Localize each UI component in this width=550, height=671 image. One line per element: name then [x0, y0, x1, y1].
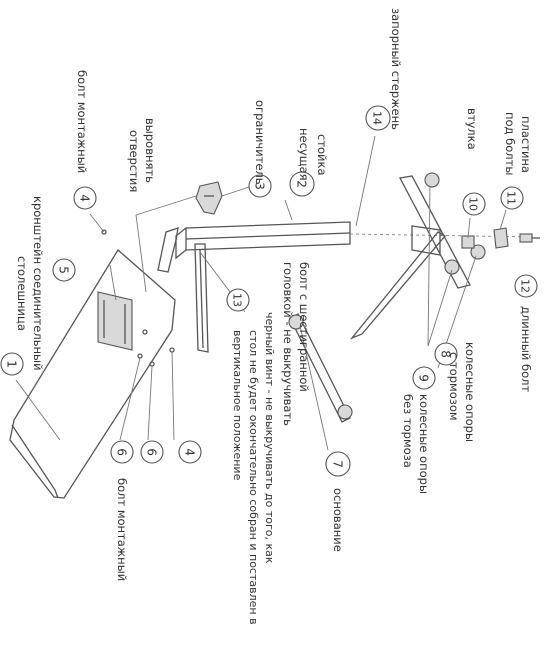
callout-6-right-number: 6 — [145, 448, 159, 456]
label-13-line1: черный винт - не выкручивать до того, ка… — [263, 312, 276, 564]
column-bracket — [157, 227, 209, 353]
label-hex-bolt-line1: болт с шестигранной — [297, 262, 311, 392]
callout-6-left: 6 — [110, 440, 134, 464]
label-5-line2: отверстия — [127, 130, 141, 192]
callout-11-number: 11 — [505, 191, 518, 205]
callout-4-top: 4 — [73, 186, 97, 210]
casters — [288, 172, 486, 420]
callout-3: 3 — [248, 174, 272, 198]
callout-9-number: 9 — [417, 374, 431, 382]
label-11-line1: пластина — [519, 116, 533, 173]
callout-4-bottom: 4 — [178, 440, 202, 464]
label-14: запорный стержень — [389, 8, 403, 130]
callout-8: 8 — [434, 342, 458, 366]
label-8-line2: с тормозом — [447, 352, 461, 421]
label-1-line1: кронштейн соединительный — [31, 196, 45, 371]
callout-5: 5 — [52, 258, 76, 282]
callout-1-number: 1 — [5, 360, 19, 368]
label-1-line2: столешница — [15, 256, 29, 331]
callout-13-number: 13 — [231, 293, 244, 307]
limiter — [195, 181, 223, 215]
connecting-bracket — [97, 291, 133, 351]
label-6: болт монтажный — [115, 478, 129, 581]
tabletop — [9, 249, 176, 499]
callout-2: 2 — [289, 171, 315, 197]
label-8-line1: колесные опоры — [463, 342, 477, 442]
callout-13: 13 — [226, 288, 250, 312]
label-4-top: болт монтажный — [75, 70, 89, 173]
label-7: основание — [331, 488, 345, 552]
label-hex-bolt-line2: головкой - не выкручивать — [281, 262, 295, 426]
callout-8-number: 8 — [439, 350, 453, 358]
long-bolt — [519, 233, 540, 243]
callout-1: 1 — [0, 352, 24, 376]
label-11-line2: под болты — [503, 112, 517, 175]
label-2-line1: стойка — [315, 134, 329, 176]
callout-14: 14 — [365, 105, 391, 131]
callout-10: 10 — [462, 192, 486, 216]
label-13-line2: стол не будет окончательно собран и пост… — [247, 330, 260, 625]
support-column — [175, 221, 351, 260]
label-13-line3: вертикальное положение — [231, 330, 244, 481]
callout-9: 9 — [412, 366, 436, 390]
callout-2-number: 2 — [295, 180, 309, 188]
callout-6-right: 6 — [140, 440, 164, 464]
callout-5-number: 5 — [57, 266, 71, 274]
mounting-bolts — [101, 229, 175, 367]
callout-11: 11 — [500, 186, 524, 210]
callout-6-left-number: 6 — [115, 448, 129, 456]
callout-7-number: 7 — [331, 460, 345, 468]
callout-12-number: 12 — [519, 279, 532, 293]
callout-4-top-number: 4 — [78, 194, 92, 202]
label-9-line2: без тормоза — [401, 394, 415, 468]
callout-4-bottom-number: 4 — [183, 448, 197, 456]
callout-14-number: 14 — [371, 111, 384, 125]
label-9-line1: колесные опоры — [417, 394, 431, 494]
label-10: втулка — [465, 108, 479, 150]
callout-7: 7 — [325, 451, 351, 477]
label-2-line2: несущая — [297, 128, 311, 181]
callout-12: 12 — [514, 274, 538, 298]
bolt-plate — [493, 227, 509, 249]
label-3: ограничитель — [253, 100, 267, 185]
locking-rod-line — [349, 233, 536, 238]
callout-10-number: 10 — [467, 197, 480, 211]
label-5-line1: выровнять — [143, 118, 157, 183]
label-12: длинный болт — [519, 306, 533, 393]
callout-3-number: 3 — [253, 182, 267, 190]
